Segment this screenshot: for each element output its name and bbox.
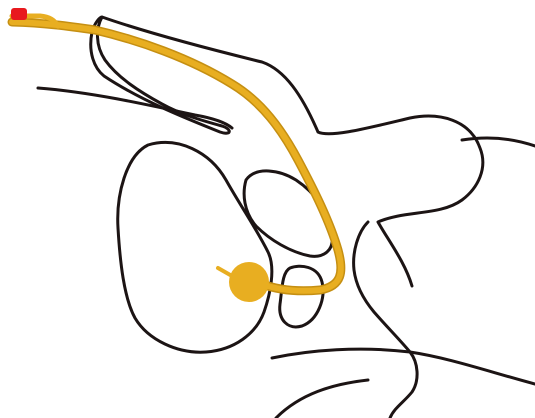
prostate-outline — [280, 266, 323, 327]
penis-outline — [91, 17, 483, 286]
perineum-line — [272, 349, 535, 384]
lower-body-outline — [354, 222, 417, 418]
catheter-valve-icon — [11, 8, 27, 20]
lower-leg-line — [276, 380, 368, 418]
catheter-balloon-icon — [229, 262, 269, 302]
anatomy-outlines — [38, 17, 535, 418]
foley-catheter-icon — [11, 8, 341, 302]
torso-outline — [462, 138, 535, 146]
catheter-balloon-stem — [218, 268, 232, 276]
bladder-outline — [244, 171, 332, 256]
pelvic-organ-outline — [118, 142, 272, 352]
